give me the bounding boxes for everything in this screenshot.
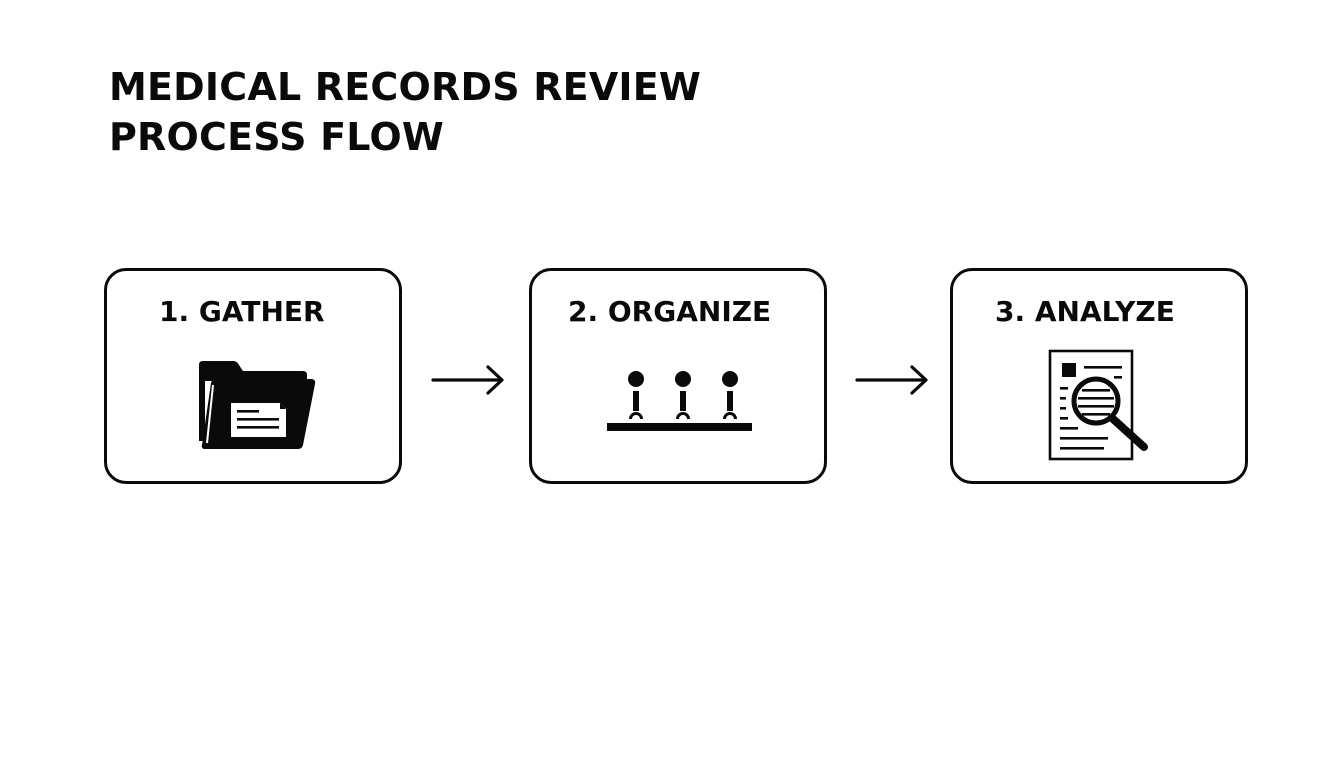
arrow-right-icon bbox=[431, 365, 504, 395]
folder-with-document-icon bbox=[199, 361, 316, 449]
step-label-gather: 1. GATHER bbox=[159, 295, 325, 328]
step-box-gather: 1. GATHER bbox=[104, 268, 402, 484]
diagram-title: MEDICAL RECORDS REVIEW PROCESS FLOW bbox=[109, 62, 701, 162]
step-box-organize: 2. ORGANIZE bbox=[529, 268, 827, 484]
step-label-analyze: 3. ANALYZE bbox=[995, 295, 1175, 328]
diagram-title-line-2: PROCESS FLOW bbox=[109, 115, 444, 159]
sorting-pins-on-shelf-icon bbox=[607, 371, 752, 431]
document-magnifier-icon bbox=[1048, 349, 1148, 461]
diagram-title-line-1: MEDICAL RECORDS REVIEW bbox=[109, 65, 702, 109]
step-label-organize: 2. ORGANIZE bbox=[568, 295, 772, 328]
step-box-analyze: 3. ANALYZE bbox=[950, 268, 1248, 484]
arrow-right-icon bbox=[855, 365, 928, 395]
